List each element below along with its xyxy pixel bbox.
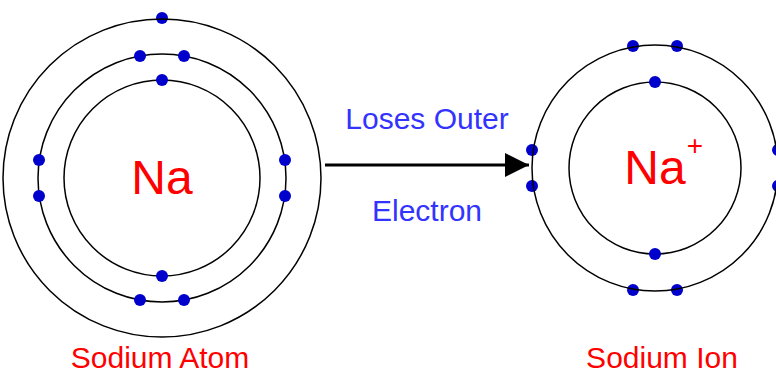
electron-shell [569,82,741,254]
electron-shell [64,80,260,276]
element-symbol: Na [131,152,192,205]
charge-sign: + [687,131,703,162]
electron [526,180,538,192]
electron [649,76,661,88]
electron-shell [532,45,776,291]
electron [134,50,146,62]
electron [156,74,168,86]
atom-caption: Sodium Atom [71,341,249,374]
electron-shell [3,19,321,337]
electron [178,294,190,306]
electron [178,50,190,62]
arrow-label: Loses Outer Electron [327,73,527,257]
electron [649,248,661,260]
electron [134,294,146,306]
atom-circle: NaSodium Atom [2,18,322,338]
electron [33,190,45,202]
ion-circle: Na+Sodium Ion [531,44,776,292]
electron [33,154,45,166]
element-symbol: Na [624,142,685,195]
electron [526,144,538,156]
reaction-arrow [325,164,529,167]
electron [156,12,168,24]
electron [279,154,291,166]
electron [279,190,291,202]
ion-caption: Sodium Ion [586,341,738,374]
electron [156,270,168,282]
electron-shell [38,54,286,302]
